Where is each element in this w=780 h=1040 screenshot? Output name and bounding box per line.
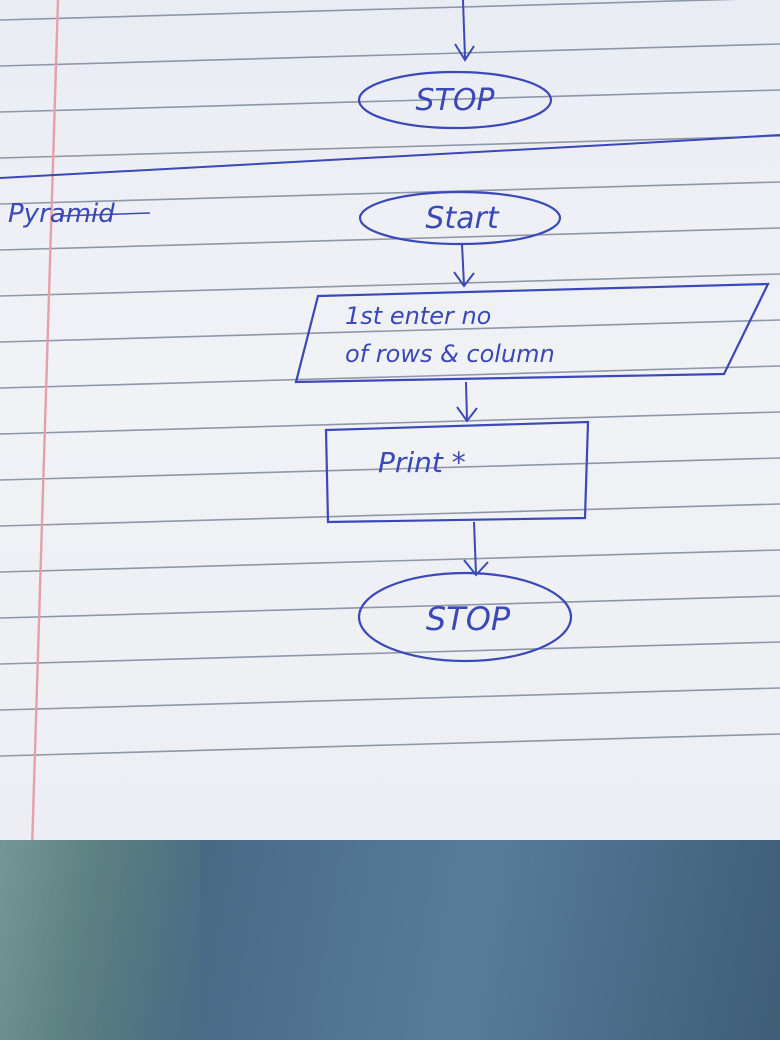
end-stop-label: STOP (426, 600, 511, 638)
top-arrow-shaft (462, 0, 466, 59)
ruled-line (0, 595, 780, 619)
process-label: Print * (378, 446, 466, 479)
ruled-line (0, 227, 780, 251)
ruled-line (0, 135, 780, 159)
margin-line (30, 0, 60, 851)
side-label-underline (59, 212, 151, 217)
ruled-line (0, 503, 780, 527)
ruled-line (0, 549, 780, 573)
ruled-lines (0, 0, 780, 757)
ruled-line (0, 273, 780, 297)
ruled-line (0, 687, 780, 711)
start-oval (358, 190, 562, 246)
input-parallelogram (294, 282, 770, 384)
top-stop-oval (357, 70, 553, 130)
notebook-page: STOP Pyramid Start 1st enter no of rows … (0, 0, 780, 851)
arrow-start-to-input-head (453, 271, 475, 288)
ruled-line (0, 43, 780, 67)
input-line-2: of rows & column (345, 340, 555, 368)
ruled-line (0, 733, 780, 757)
arrow-start-to-input (461, 243, 465, 286)
start-label: Start (425, 201, 500, 236)
ruled-line (0, 0, 738, 21)
input-line-1: 1st enter no (345, 302, 491, 330)
process-rectangle (324, 420, 590, 524)
ruled-line (0, 365, 780, 389)
ruled-line (0, 457, 780, 481)
notebook-drawing: STOP Pyramid Start 1st enter no of rows … (0, 0, 780, 851)
ruled-line (0, 89, 780, 113)
arrow-process-to-stop (473, 521, 477, 575)
section-divider (0, 134, 780, 179)
top-arrow-head (454, 43, 475, 62)
pyramid-side-label: Pyramid (8, 199, 115, 229)
end-stop-oval (357, 571, 573, 663)
ruled-line (0, 641, 780, 665)
ruled-line (0, 411, 780, 435)
arrow-input-to-process (465, 381, 468, 421)
fabric-highlight (0, 840, 200, 1040)
arrow-process-to-stop-head (463, 559, 489, 577)
ruled-line (0, 319, 780, 343)
ruled-line (0, 181, 780, 205)
arrow-input-to-process-head (456, 406, 478, 423)
top-stop-label: STOP (415, 83, 495, 118)
